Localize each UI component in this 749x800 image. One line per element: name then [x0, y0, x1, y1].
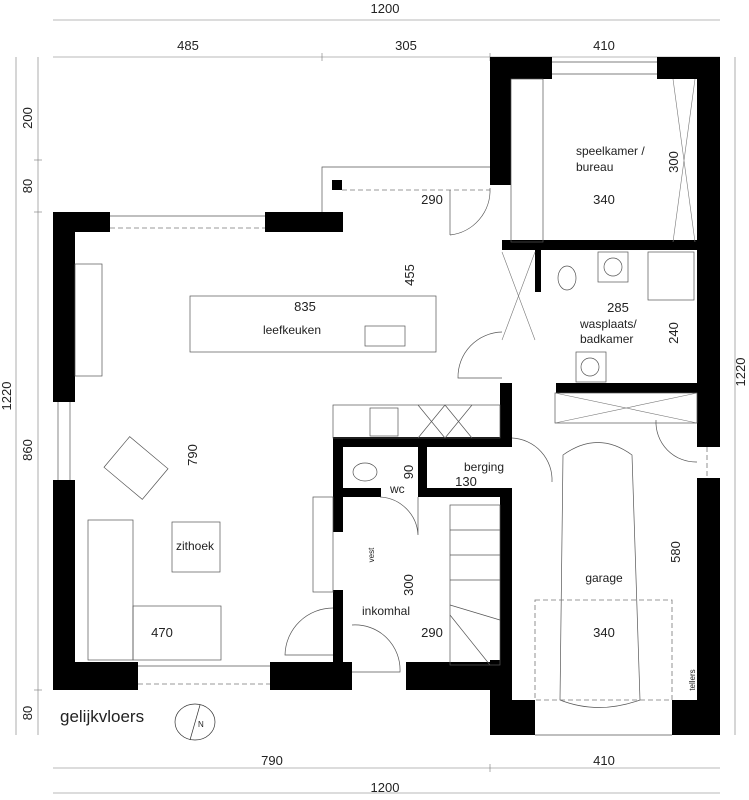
dim-left-3: 860 — [20, 439, 35, 461]
vest-label: vest — [367, 547, 376, 562]
room-wasplaats-width: 285 — [607, 300, 629, 315]
room-speelkamer-width: 340 — [593, 192, 615, 207]
dim-top-2: 305 — [395, 38, 417, 53]
room-berging-width: 130 — [455, 474, 477, 489]
walls — [53, 57, 720, 735]
room-zithoek-name: zithoek — [176, 539, 215, 553]
room-speelkamer-name: speelkamer / — [576, 144, 645, 158]
dim-right-total: 1220 — [733, 358, 748, 387]
room-wc-name: wc — [389, 482, 405, 496]
dim-left-total: 1220 — [0, 382, 14, 411]
room-garage-width: 340 — [593, 625, 615, 640]
doors — [284, 187, 698, 673]
dim-bottom-total: 1200 — [371, 780, 400, 795]
room-leefkeuken-width: 835 — [294, 299, 316, 314]
room-inkomhal-width: 290 — [421, 625, 443, 640]
furniture — [74, 78, 698, 708]
dim-top-1: 485 — [177, 38, 199, 53]
dimension-lines — [15, 19, 736, 794]
hall-top-dim: 290 — [421, 192, 443, 207]
room-wasplaats-name: wasplaats/ — [579, 317, 637, 331]
tellers-label: tellers — [688, 669, 697, 690]
room-inkomhal-depth: 300 — [401, 574, 416, 596]
room-wc-depth: 90 — [401, 465, 416, 479]
room-wasplaats-name2: badkamer — [580, 332, 633, 346]
room-zithoek-depth: 790 — [185, 444, 200, 466]
room-berging-name: berging — [464, 460, 504, 474]
dim-left-1: 200 — [20, 107, 35, 129]
dim-bottom-2: 410 — [593, 753, 615, 768]
room-leefkeuken-depth: 455 — [402, 264, 417, 286]
dim-top-3: 410 — [593, 38, 615, 53]
dim-top-total: 1200 — [371, 1, 400, 16]
dim-bottom-1: 790 — [261, 753, 283, 768]
dim-left-4: 80 — [20, 706, 35, 720]
plan-title: gelijkvloers — [60, 707, 144, 726]
room-zithoek-width: 470 — [151, 625, 173, 640]
compass-icon: N — [174, 703, 216, 741]
room-inkomhal-name: inkomhal — [362, 604, 410, 618]
room-garage-depth: 580 — [668, 541, 683, 563]
room-leefkeuken-name: leefkeuken — [263, 323, 321, 337]
compass-north-label: N — [198, 720, 204, 729]
room-speelkamer-depth: 300 — [666, 151, 681, 173]
room-wasplaats-depth: 240 — [666, 322, 681, 344]
room-speelkamer-name2: bureau — [576, 160, 613, 174]
dim-left-2: 80 — [20, 179, 35, 193]
room-garage-name: garage — [585, 571, 623, 585]
windows — [57, 61, 708, 736]
